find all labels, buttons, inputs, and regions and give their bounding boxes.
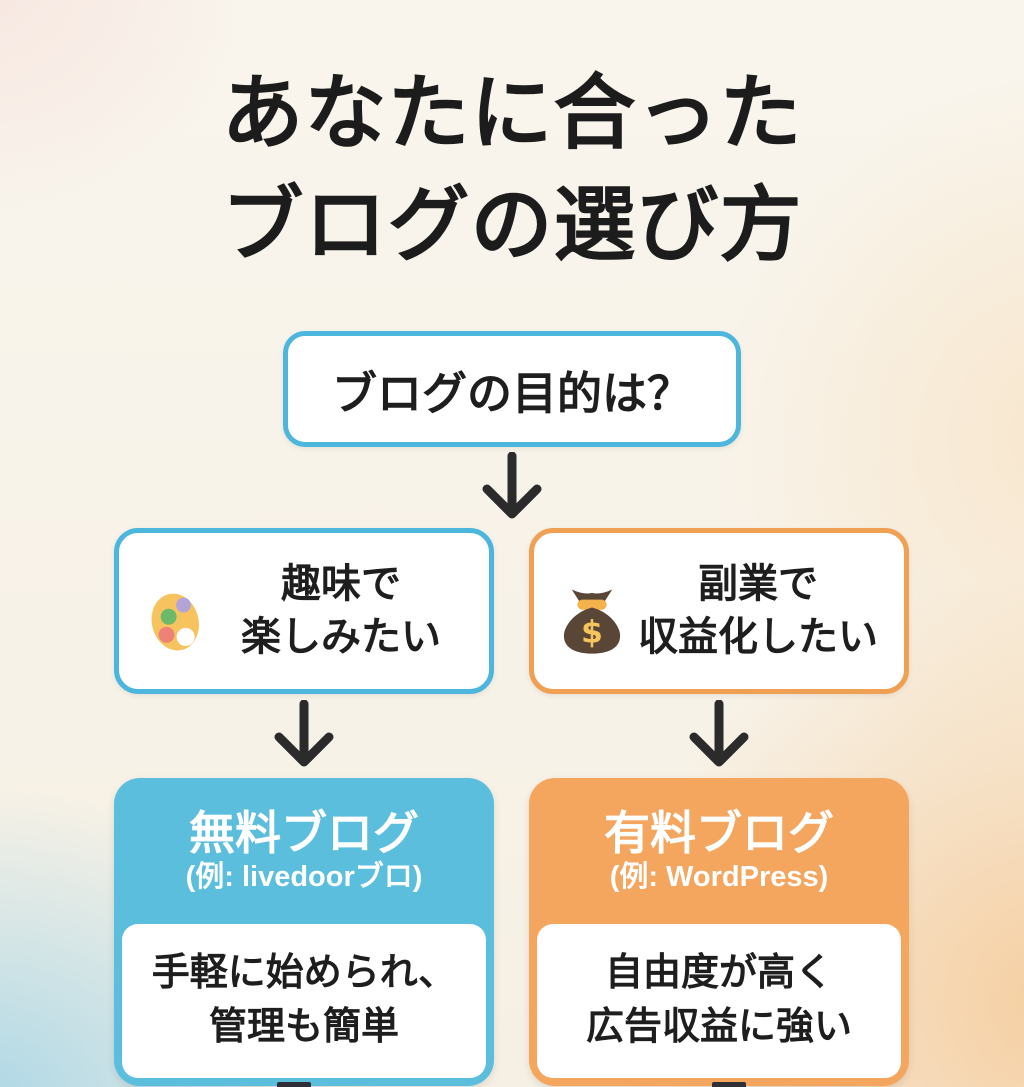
down-arrow-icon [274,700,334,767]
question-label: ブログの目的は？ [331,367,692,419]
money-bag-icon: $ [556,585,628,657]
down-arrow-icon [689,700,749,767]
result-paid-blog-desc-line2: 広告収益に強い [585,1006,852,1048]
result-free-blog-desc-line1: 手軽に始められ、 [151,952,457,995]
result-free-blog-title: 無料ブログ [189,806,419,859]
page-title: あなたに合った ブログの選び方 [0,58,1024,281]
result-free-blog-header: 無料ブログ (例: livedoorブロ) [114,778,494,924]
branch-hobby-label: 趣味で 楽しみたい [209,558,473,664]
result-free-blog-description: 手軽に始められ、 管理も簡単 [122,924,486,1078]
branch-side-business-line1: 副業で [698,562,818,607]
branch-side-business-line2: 収益化したい [638,615,878,659]
result-paid-blog-subtitle: (例: WordPress) [609,861,829,894]
result-paid-blog-desc-line1: 自由度が高く [604,952,833,995]
down-arrow-icon [482,452,542,519]
result-free-blog-subtitle: (例: livedoorブロ) [185,861,423,894]
result-paid-blog-description: 自由度が高く 広告収益に強い [537,924,901,1078]
page-title-line2: ブログの選び方 [221,179,803,271]
result-paid-blog-title: 有料ブログ [604,806,834,859]
result-paid-blog-header: 有料ブログ (例: WordPress) [529,778,909,924]
bottom-arrow-stub-right [712,1082,746,1087]
question-box: ブログの目的は？ [283,331,741,447]
branch-hobby-line2: 楽しみたい [241,615,441,659]
branch-hobby-line1: 趣味で [281,562,401,607]
page-title-line1: あなたに合った [221,68,803,159]
branch-side-business-box: $ 副業で 収益化したい [529,528,909,694]
result-paid-blog-card: 有料ブログ (例: WordPress) 自由度が高く 広告収益に強い [529,778,909,1086]
branch-hobby-box: 趣味で 楽しみたい [114,528,494,694]
result-free-blog-desc-line2: 管理も簡単 [208,1006,399,1048]
result-free-blog-card: 無料ブログ (例: livedoorブロ) 手軽に始められ、 管理も簡単 [114,778,494,1086]
branch-side-business-label: 副業で 収益化したい [628,558,888,664]
palette-icon [141,587,209,655]
svg-text:$: $ [581,614,603,650]
bottom-arrow-stub-left [277,1082,311,1087]
